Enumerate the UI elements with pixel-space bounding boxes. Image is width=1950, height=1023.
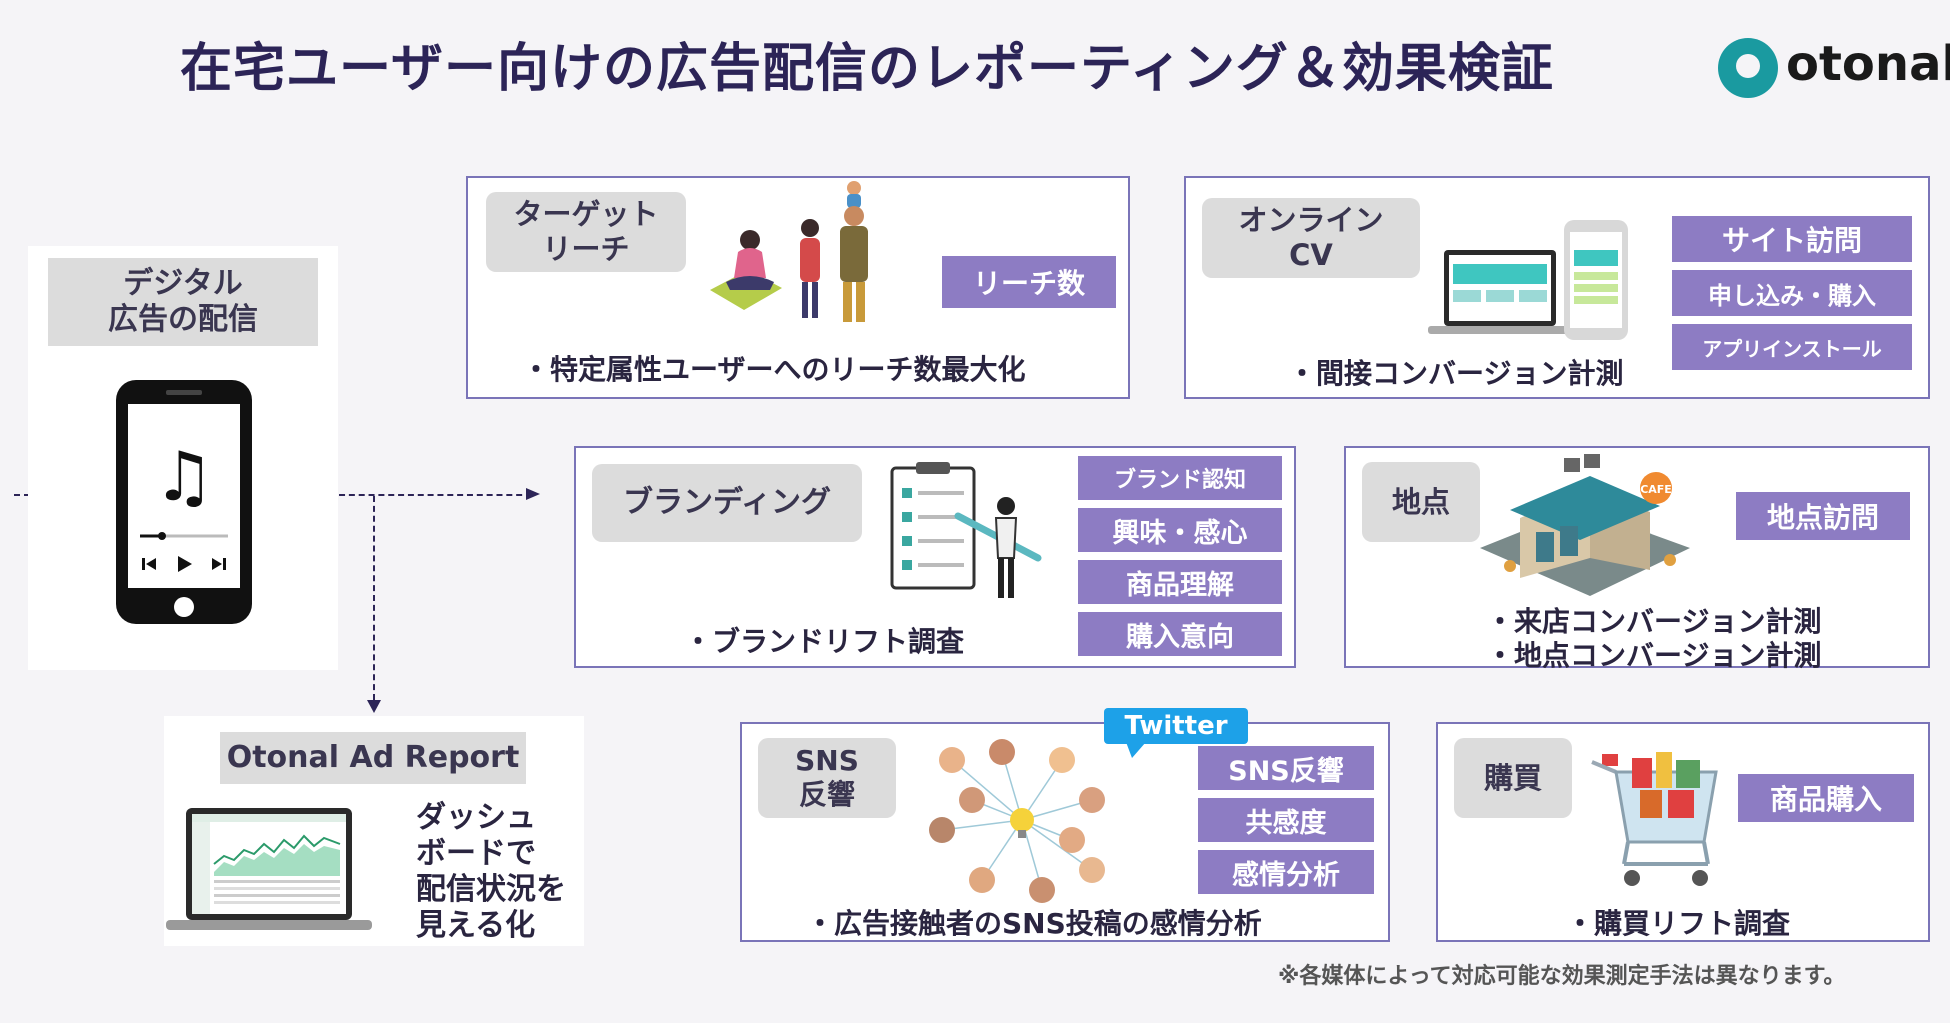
- online-tag-1: 申し込み・購入: [1672, 270, 1912, 316]
- ad-report-desc: ダッシュ ボードで 配信状況を 見える化: [416, 800, 566, 943]
- footnote: ※各媒体によって対応可能な効果測定手法は異なります。: [1278, 964, 1846, 989]
- arrow-right-icon: [526, 488, 540, 500]
- ad-report-title: Otonal Ad Report: [220, 732, 526, 784]
- people-illustration-icon: [710, 181, 868, 322]
- page-title: 在宅ユーザー向けの広告配信のレポーティング＆効果検証: [180, 39, 1554, 99]
- branding-bullet: ・ブランドリフト調査: [684, 625, 965, 658]
- location-tag: 地点訪問: [1736, 492, 1910, 540]
- reach-tag: リーチ数: [942, 256, 1116, 308]
- sns-panel: SNS 反響 Twitter SNS反響 共感度 感情分析 ・広告接触者のSNS…: [740, 708, 1390, 942]
- branding-tag-3: 購入意向: [1078, 612, 1282, 656]
- logo-text: otonal: [1786, 36, 1950, 92]
- purchase-bullet: ・購買リフト調査: [1566, 907, 1791, 940]
- otonal-logo-icon: [1718, 38, 1778, 98]
- connector-to-branding: [280, 494, 532, 496]
- laptop-dashboard-icon: [166, 808, 372, 930]
- digital-ad-label: デジタル 広告の配信: [48, 258, 318, 346]
- location-label: 地点: [1362, 462, 1480, 542]
- reach-label: ターゲット リーチ: [486, 192, 686, 272]
- connector-to-report: [373, 496, 375, 700]
- branding-panel: ブランディング ブランド認知 興味・感心 商品理解 購入意向 ・ブランドリフト調…: [574, 446, 1296, 668]
- otonal-logo: otonal: [1718, 34, 1950, 104]
- branding-tag-1: 興味・感心: [1078, 508, 1282, 552]
- sns-label: SNS 反響: [758, 738, 896, 818]
- reach-panel: ターゲット リーチ リーチ数 ・特定属性ユーザーへのリーチ数最大化: [466, 176, 1130, 399]
- reach-bullet: ・特定属性ユーザーへのリーチ数最大化: [522, 353, 1026, 386]
- twitter-badge-pointer-icon: [1126, 742, 1146, 758]
- branding-tag-2: 商品理解: [1078, 560, 1282, 604]
- purchase-tag: 商品購入: [1738, 774, 1914, 822]
- sns-tag-1: 共感度: [1198, 798, 1374, 842]
- checklist-illustration-icon: [890, 462, 1042, 598]
- ad-report-panel: Otonal Ad Report ダッシュ ボードで 配信状況を 見える化: [164, 716, 584, 946]
- shopping-cart-icon: [1591, 752, 1718, 886]
- svg-text:♫: ♫: [154, 438, 215, 517]
- sns-tag-0: SNS反響: [1198, 746, 1374, 790]
- arrow-down-icon: [367, 700, 381, 713]
- online-cv-panel: オンライン CV サイト訪問 申し込み・購入 アプリインストール ・間接コンバー…: [1184, 176, 1930, 399]
- online-cv-label: オンライン CV: [1202, 198, 1420, 278]
- laptop-website-icon: [1428, 220, 1628, 340]
- online-tag-0: サイト訪問: [1672, 216, 1912, 262]
- online-bullet: ・間接コンバージョン計測: [1288, 357, 1624, 390]
- smartphone-music-icon: ♫: [116, 380, 252, 624]
- svg-text:CAFE: CAFE: [1640, 483, 1672, 496]
- sns-bullet: ・広告接触者のSNS投稿の感情分析: [806, 907, 1262, 940]
- twitter-badge: Twitter: [1104, 708, 1248, 744]
- digital-ad-panel: デジタル 広告の配信 ♫: [28, 246, 338, 670]
- branding-tag-0: ブランド認知: [1078, 456, 1282, 500]
- purchase-panel: 購買 商品購入 ・購買リフト調査: [1436, 722, 1930, 942]
- location-panel: 地点 CAFE 地点訪問 ・来店コンバージョン計測 ・地点コンバージョン計測: [1344, 446, 1930, 672]
- location-bullet-1: ・地点コンバージョン計測: [1486, 639, 1822, 672]
- branding-label: ブランディング: [592, 464, 862, 542]
- location-bullet-0: ・来店コンバージョン計測: [1486, 605, 1822, 638]
- sns-tag-2: 感情分析: [1198, 850, 1374, 894]
- cafe-store-icon: CAFE: [1480, 454, 1690, 596]
- online-tag-2: アプリインストール: [1672, 324, 1912, 370]
- social-network-icon: [929, 739, 1105, 903]
- purchase-label: 購買: [1454, 738, 1572, 818]
